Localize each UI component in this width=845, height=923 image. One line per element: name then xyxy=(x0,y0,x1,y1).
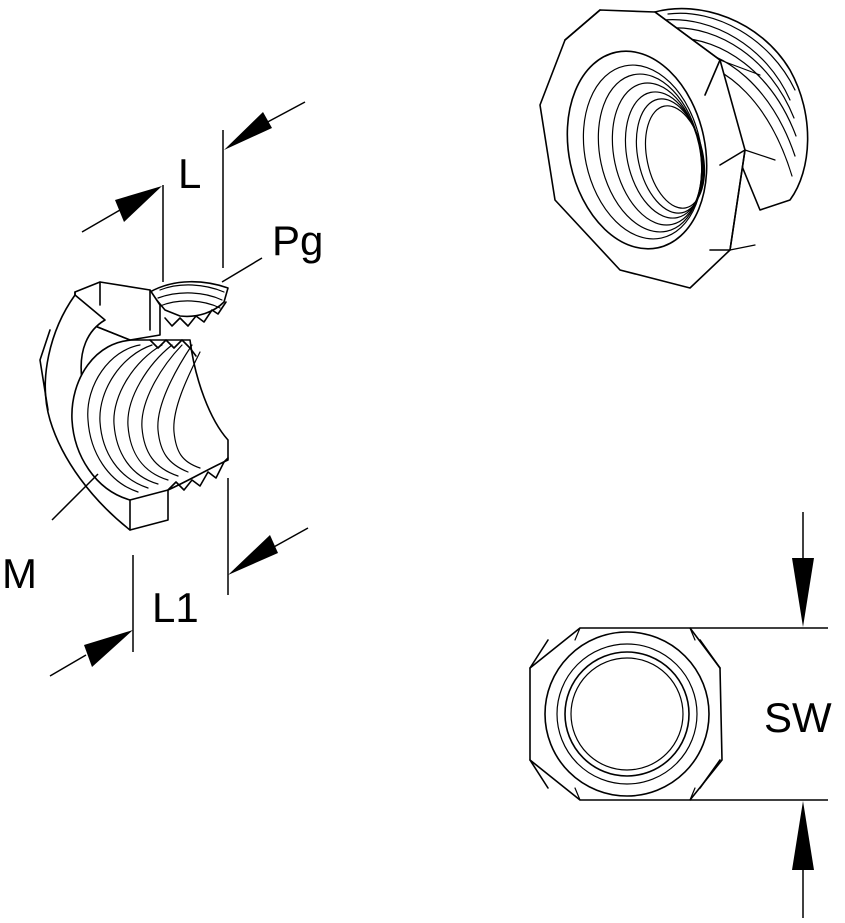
label-M: M xyxy=(2,550,37,597)
dimension-M: M xyxy=(2,473,99,597)
reducer-section-view xyxy=(39,280,229,531)
label-L: L xyxy=(178,150,201,197)
dimension-L1: L1 xyxy=(49,478,309,677)
reducer-front-view xyxy=(529,627,723,801)
label-SW: SW xyxy=(764,694,832,741)
dimension-SW: SW xyxy=(690,512,832,918)
label-Pg: Pg xyxy=(272,217,323,264)
dimension-L: L xyxy=(81,101,306,282)
dimension-Pg: Pg xyxy=(221,217,323,283)
reducer-isometric-view xyxy=(539,7,809,289)
label-L1: L1 xyxy=(152,584,199,631)
